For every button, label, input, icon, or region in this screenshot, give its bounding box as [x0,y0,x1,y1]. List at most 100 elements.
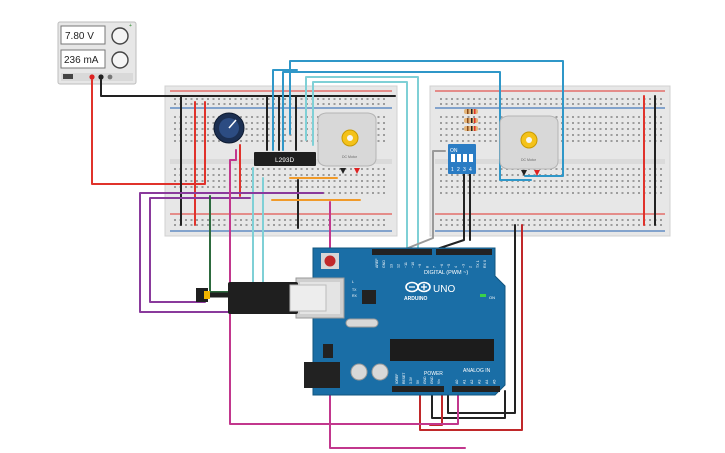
breadboard-hole[interactable] [317,186,319,188]
breadboard-hole[interactable] [511,219,514,221]
breadboard-hole[interactable] [174,168,176,170]
breadboard-hole[interactable] [605,128,607,130]
breadboard-hole[interactable] [333,103,336,105]
breadboard-hole[interactable] [566,174,569,176]
breadboard-hole[interactable] [278,186,281,188]
breadboard-hole[interactable] [251,140,253,142]
breadboard-hole[interactable] [445,98,448,100]
breadboard-hole[interactable] [621,122,624,124]
breadboard-hole[interactable] [599,140,602,142]
breadboard-hole[interactable] [456,219,459,221]
breadboard-hole[interactable] [207,174,209,176]
breadboard-hole[interactable] [240,140,242,142]
breadboard-hole[interactable] [550,180,552,182]
breadboard-hole[interactable] [339,219,341,221]
breadboard-hole[interactable] [500,192,503,194]
breadboard-hole[interactable] [478,168,481,170]
breadboard-hole[interactable] [295,168,297,170]
breadboard-hole[interactable] [566,98,569,100]
breadboard-hole[interactable] [478,122,481,124]
breadboard-hole[interactable] [473,219,475,221]
breadboard-hole[interactable] [660,174,662,176]
breadboard-hole[interactable] [583,122,585,124]
breadboard-hole[interactable] [599,122,602,124]
breadboard-hole[interactable] [577,168,580,170]
breadboard-hole[interactable] [627,128,629,130]
breadboard-hole[interactable] [372,180,374,182]
breadboard-hole[interactable] [489,122,492,124]
breadboard-hole[interactable] [632,116,635,118]
breadboard-hole[interactable] [473,116,475,118]
breadboard-hole[interactable] [484,224,486,226]
breadboard-hole[interactable] [339,186,341,188]
breadboard-hole[interactable] [440,122,442,124]
breadboard-hole[interactable] [201,116,204,118]
breadboard-hole[interactable] [583,174,585,176]
breadboard-hole[interactable] [445,168,448,170]
breadboard-hole[interactable] [484,192,486,194]
breadboard-hole[interactable] [550,219,552,221]
breadboard-hole[interactable] [539,186,541,188]
breadboard-hole[interactable] [478,140,481,142]
breadboard-hole[interactable] [262,116,264,118]
breadboard-hole[interactable] [566,186,569,188]
breadboard-hole[interactable] [616,98,618,100]
breadboard-hole[interactable] [256,186,259,188]
breadboard-hole[interactable] [284,174,286,176]
breadboard-hole[interactable] [511,174,514,176]
breadboard-hole[interactable] [583,128,585,130]
breadboard-hole[interactable] [511,98,514,100]
breadboard-hole[interactable] [660,103,662,105]
breadboard-hole[interactable] [605,224,607,226]
breadboard-hole[interactable] [467,98,470,100]
breadboard-hole[interactable] [616,174,618,176]
breadboard-hole[interactable] [610,140,613,142]
breadboard-hole[interactable] [207,224,209,226]
breadboard-hole[interactable] [212,168,215,170]
breadboard-hole[interactable] [632,174,635,176]
breadboard-hole[interactable] [256,98,259,100]
breadboard-hole[interactable] [174,180,176,182]
breadboard-hole[interactable] [517,186,519,188]
breadboard-hole[interactable] [627,140,629,142]
breadboard-hole[interactable] [234,224,237,226]
breadboard-hole[interactable] [256,168,259,170]
breadboard-hole[interactable] [355,174,358,176]
breadboard-hole[interactable] [245,186,248,188]
breadboard-hole[interactable] [605,186,607,188]
breadboard-hole[interactable] [190,98,193,100]
breadboard-hole[interactable] [300,168,303,170]
breadboard-hole[interactable] [484,98,486,100]
breadboard-hole[interactable] [456,180,459,182]
breadboard-hole[interactable] [223,103,226,105]
breadboard-hole[interactable] [445,224,448,226]
breadboard-hole[interactable] [649,192,651,194]
breadboard-hole[interactable] [577,224,580,226]
breadboard-hole[interactable] [383,186,385,188]
breadboard-hole[interactable] [207,122,209,124]
breadboard-hole[interactable] [478,174,481,176]
breadboard-hole[interactable] [594,174,596,176]
breadboard-hole[interactable] [478,180,481,182]
breadboard-hole[interactable] [550,224,552,226]
breadboard-hole[interactable] [174,98,176,100]
breadboard-hole[interactable] [300,116,303,118]
breadboard-hole[interactable] [333,186,336,188]
breadboard-hole[interactable] [185,128,187,130]
breadboard-hole[interactable] [638,103,640,105]
breadboard-hole[interactable] [383,98,385,100]
breadboard-hole[interactable] [372,224,374,226]
breadboard-hole[interactable] [649,186,651,188]
breadboard-hole[interactable] [583,134,585,136]
breadboard-hole[interactable] [566,103,569,105]
breadboard-hole[interactable] [317,168,319,170]
breadboard-hole[interactable] [383,192,385,194]
breadboard-hole[interactable] [616,116,618,118]
breadboard-hole[interactable] [361,180,363,182]
breadboard-hole[interactable] [610,186,613,188]
breadboard-hole[interactable] [223,219,226,221]
breadboard-hole[interactable] [201,219,204,221]
breadboard-hole[interactable] [451,134,453,136]
breadboard-hole[interactable] [174,128,176,130]
breadboard-hole[interactable] [495,116,497,118]
